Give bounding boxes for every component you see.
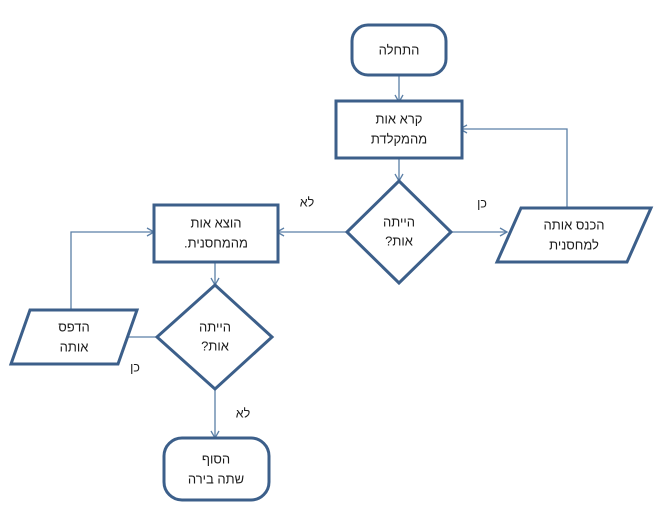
node-read-label-line1: קרא אות [376,111,423,126]
node-decision-2-shape [154,282,275,392]
edge-decision2-to-end [210,390,220,440]
edge-decision1-to-pop [275,227,347,237]
edge-label-decision2-yes: כן [130,360,140,374]
edge-label-decision1-yes: כן [477,196,487,210]
node-decision-2-label-line2: אות? [201,338,229,353]
node-start[interactable]: התחלה [350,23,448,77]
edge-print-to-pop [70,227,156,310]
node-pop-label-line1: הוצא אות [191,215,242,230]
node-decision-has-char-2[interactable]: הייתה אות? [154,282,275,392]
node-read-shape [334,99,464,160]
node-print[interactable]: הדפס אותה [8,308,140,366]
edge-label-decision1-no: לא [300,195,315,209]
edge-label-decision2-no: לא [236,406,251,420]
node-start-label: התחלה [379,42,420,57]
node-end-shape [162,436,271,502]
node-decision-has-char-1[interactable]: הייתה אות? [344,178,454,286]
node-push-to-stack[interactable]: הכנס אותה למחסנית [494,206,654,264]
edge-read-to-decision1 [394,158,404,183]
node-pop-label-line2: מהמחסנית. [184,235,248,250]
node-print-label-line2: אותה [60,339,89,354]
edge-push-to-read [458,124,568,208]
node-decision-1-label-line2: אות? [385,233,413,248]
edge-pop-to-decision2 [210,262,220,287]
node-pop-shape [152,203,280,264]
node-push-label-line1: הכנס אותה [543,217,604,232]
node-end[interactable]: הסוף שתה בירה [162,436,271,502]
edge-start-to-read [394,75,404,104]
node-read[interactable]: קרא אות מהמקלדת [334,99,464,160]
node-print-shape [8,308,140,366]
node-decision-2-label-line1: הייתה [199,319,231,334]
node-decision-1-label-line1: הייתה [383,214,415,229]
node-end-label-line2: שתה בירה [188,471,244,486]
node-push-label-line2: למחסנית [549,237,599,252]
node-decision-1-shape [344,178,454,286]
node-print-label-line1: הדפס [58,319,90,334]
node-push-shape [494,206,654,264]
node-pop-from-stack[interactable]: הוצא אות מהמחסנית. [152,203,280,264]
node-read-label-line2: מהמקלדת [371,131,427,146]
node-start-shape [350,23,448,77]
edge-decision1-to-push [451,227,509,237]
node-end-label-line1: הסוף [202,451,230,466]
